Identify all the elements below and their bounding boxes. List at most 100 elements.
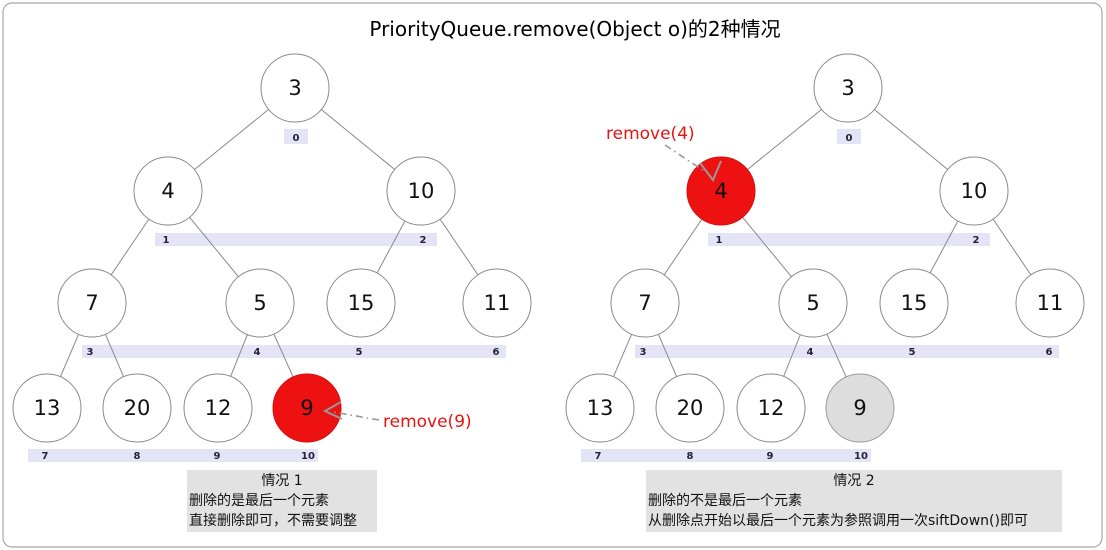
node-value: 7: [638, 291, 651, 315]
heap-node-right-10-removed: 9: [825, 373, 895, 443]
node-value: 5: [253, 291, 266, 315]
index-label: 2: [420, 235, 427, 246]
node-value: 10: [961, 179, 988, 203]
index-bar: [284, 129, 308, 144]
heap-node-right-1-highlighted: 4: [686, 156, 756, 226]
arrowhead-icon: [699, 160, 722, 182]
case1-line2: 直接删除即可，不需要调整: [189, 513, 357, 529]
index-label: 9: [767, 451, 774, 462]
index-label: 8: [134, 451, 141, 462]
index-label: 9: [214, 451, 221, 462]
heap-node-left-5: 15: [326, 268, 396, 338]
node-value: 20: [124, 396, 151, 420]
index-label: 6: [493, 347, 500, 358]
case2-title: 情况 2: [833, 473, 875, 489]
node-value: 10: [408, 179, 435, 203]
index-label: 3: [87, 347, 94, 358]
heap-node-left-10-highlighted: 9: [272, 373, 342, 443]
right-tree-nodes: 3 4 10 7 5 15 11 13 20 12 9: [565, 53, 1085, 443]
index-label: 4: [254, 347, 261, 358]
index-bar: [708, 233, 990, 246]
heap-node-left-7: 13: [12, 373, 82, 443]
node-value: 20: [677, 396, 704, 420]
case2-line2: 从删除点开始以最后一个元素为参照调用一次siftDown()即可: [648, 513, 1028, 529]
node-value: 13: [34, 396, 61, 420]
node-value: 5: [806, 291, 819, 315]
heap-node-left-9: 12: [183, 373, 253, 443]
index-label: 10: [301, 451, 315, 462]
index-label: 0: [846, 133, 853, 144]
case2-line1: 删除的不是最后一个元素: [648, 493, 802, 509]
node-value: 9: [300, 396, 313, 420]
heap-node-left-6: 11: [462, 268, 532, 338]
case1-caption: 情况 1 删除的是最后一个元素 直接删除即可，不需要调整: [187, 470, 377, 532]
heap-node-right-5: 15: [879, 268, 949, 338]
node-value: 3: [841, 76, 854, 100]
heap-node-right-9: 12: [736, 373, 806, 443]
annotation-arrow-line: [332, 411, 380, 421]
index-bar: [155, 233, 437, 246]
node-value: 12: [205, 396, 232, 420]
node-value: 9: [853, 396, 866, 420]
heap-node-left-2: 10: [386, 156, 456, 226]
heap-node-left-4: 5: [225, 268, 295, 338]
remove-label: remove(4): [606, 124, 695, 144]
node-value: 4: [161, 179, 174, 203]
index-label: 7: [42, 451, 49, 462]
annotation-arrow-line: [664, 144, 705, 172]
heap-node-right-7: 13: [565, 373, 635, 443]
heap-node-right-6: 11: [1015, 268, 1085, 338]
left-tree-edges: [46, 87, 498, 409]
left-index-bars: [28, 129, 506, 462]
right-index-labels: 0 1 2 3 4 5 6 7 8 9 10: [595, 133, 1053, 462]
index-bar: [82, 345, 506, 358]
index-label: 8: [687, 451, 694, 462]
index-label: 5: [909, 347, 916, 358]
index-label: 7: [595, 451, 602, 462]
index-label: 10: [854, 451, 868, 462]
heap-node-left-8: 20: [102, 373, 172, 443]
right-index-bars: [581, 129, 1059, 462]
case1-line1: 删除的是最后一个元素: [189, 493, 329, 509]
index-label: 1: [163, 235, 170, 246]
node-value: 12: [758, 396, 785, 420]
left-index-labels: 0 1 2 3 4 5 6 7 8 9 10: [42, 133, 500, 462]
node-value: 11: [1037, 291, 1064, 315]
index-bar: [635, 345, 1059, 358]
page-title: PriorityQueue.remove(Object o)的2种情况: [369, 17, 780, 41]
node-value: 7: [85, 291, 98, 315]
index-bar: [581, 449, 871, 462]
heap-node-right-2: 10: [939, 156, 1009, 226]
heap-node-right-0: 3: [813, 53, 883, 123]
case1-title: 情况 1: [261, 473, 303, 489]
node-value: 11: [484, 291, 511, 315]
arrowhead-icon: [322, 401, 343, 420]
node-value: 13: [587, 396, 614, 420]
index-label: 4: [807, 347, 814, 358]
remove-9-annotation: remove(9): [322, 401, 472, 432]
node-value: 15: [901, 291, 928, 315]
heap-node-right-8: 20: [655, 373, 725, 443]
heap-node-right-4: 5: [778, 268, 848, 338]
index-bar: [837, 129, 861, 144]
index-label: 6: [1046, 347, 1053, 358]
heap-node-left-3: 7: [57, 268, 127, 338]
heap-node-left-1: 4: [133, 156, 203, 226]
index-label: 1: [716, 235, 723, 246]
case2-caption: 情况 2 删除的不是最后一个元素 从删除点开始以最后一个元素为参照调用一次sif…: [646, 470, 1062, 532]
heap-node-right-3: 7: [610, 268, 680, 338]
node-value: 3: [288, 76, 301, 100]
index-label: 2: [973, 235, 980, 246]
index-bar: [28, 449, 318, 462]
left-tree-nodes: 3 4 10 7 5 15 11 13 20 12 9: [12, 53, 532, 443]
heap-node-left-0: 3: [260, 53, 330, 123]
remove-label: remove(9): [383, 412, 472, 432]
index-label: 3: [640, 347, 647, 358]
node-value: 4: [714, 179, 727, 203]
index-label: 5: [356, 347, 363, 358]
index-label: 0: [293, 133, 300, 144]
remove-4-annotation: remove(4): [606, 124, 722, 182]
